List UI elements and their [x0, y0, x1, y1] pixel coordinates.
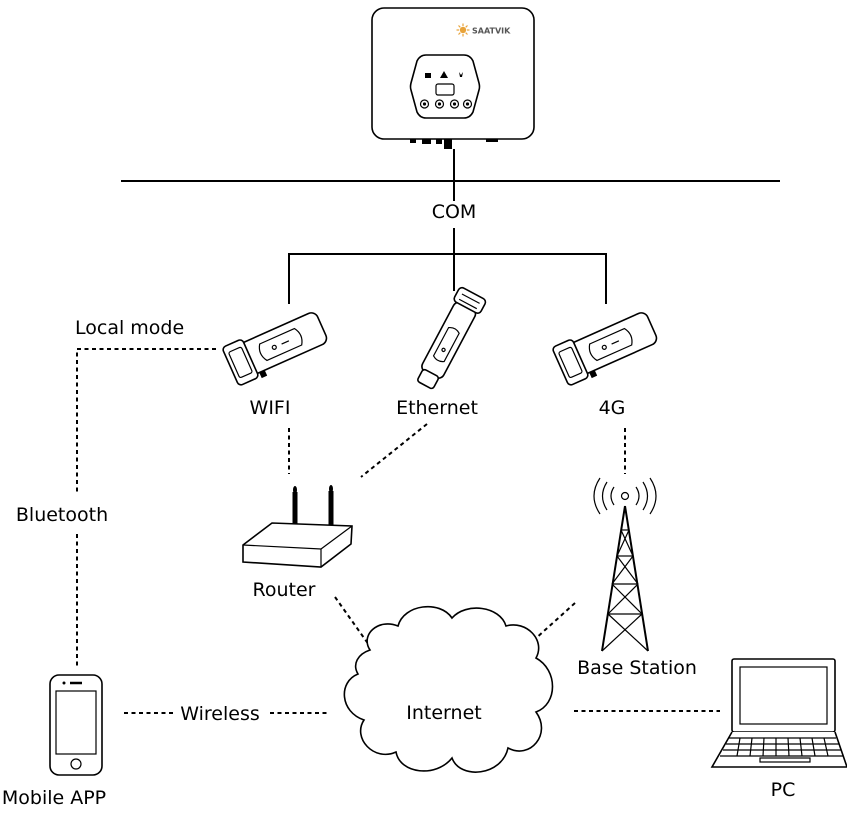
com-label: COM	[432, 201, 477, 223]
laptop-icon	[710, 658, 847, 768]
wifi-dongle-icon	[222, 312, 328, 386]
inverter-icon: SAATVIK	[371, 7, 535, 149]
internet-label: Internet	[406, 702, 481, 724]
wireless-label: Wireless	[180, 703, 260, 725]
ethernet-router-link	[360, 423, 428, 478]
wifi-label: WIFI	[250, 397, 291, 419]
local-mode-label: Local mode	[75, 317, 184, 339]
base-station-tower-icon	[593, 477, 657, 652]
4g-label: 4G	[599, 397, 626, 419]
base-station-label: Base Station	[577, 657, 697, 679]
mobile-app-label: Mobile APP	[2, 787, 106, 808]
com-branch-lines	[288, 253, 607, 304]
base-station-internet-link	[533, 602, 576, 641]
pc-label: PC	[771, 779, 796, 801]
brand-name: SAATVIK	[472, 27, 511, 36]
router-internet-link	[334, 596, 370, 646]
router-label: Router	[253, 579, 316, 601]
mobile-phone-icon	[49, 674, 103, 776]
internet-cloud-icon	[343, 605, 554, 773]
bluetooth-link-upper	[76, 348, 216, 495]
router-icon	[242, 485, 353, 568]
inverter-display-panel	[409, 54, 481, 119]
bluetooth-label: Bluetooth	[16, 504, 108, 526]
4g-dongle-icon	[552, 312, 658, 386]
brand-logo-icon	[456, 23, 470, 37]
ethernet-label: Ethernet	[396, 397, 478, 419]
ethernet-dongle-icon	[417, 286, 487, 390]
